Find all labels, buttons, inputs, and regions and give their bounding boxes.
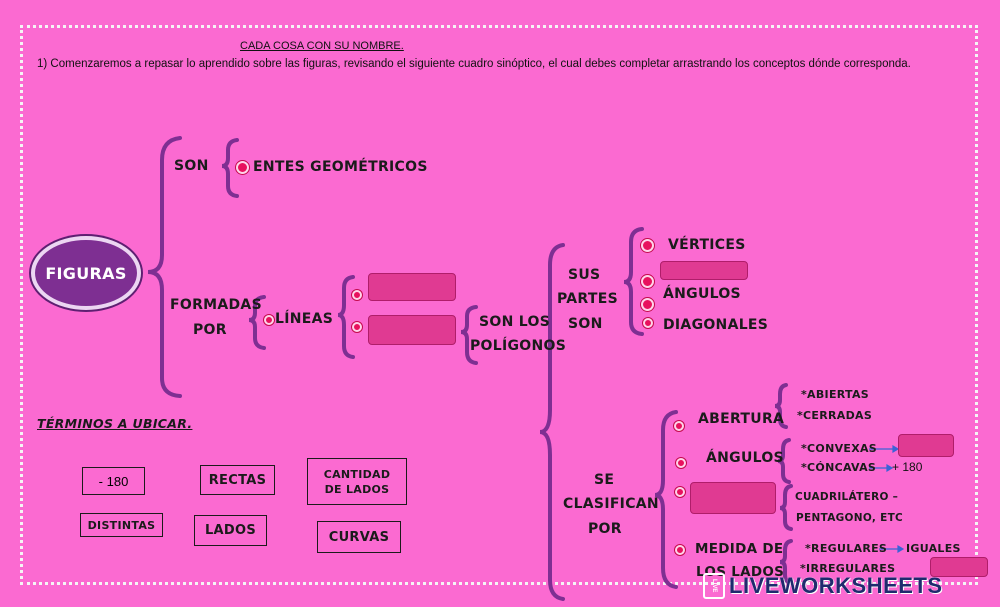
drop-zone-partes[interactable] [660, 261, 748, 280]
label-lineas: LÍNEAS [275, 311, 334, 327]
label-son-2: SON [568, 316, 603, 332]
label-regulares: *REGULARES [805, 542, 888, 555]
root-node: FIGURAS [31, 236, 141, 310]
label-por: POR [193, 322, 227, 338]
bullet-icon [641, 275, 654, 288]
term-menos-180[interactable]: - 180 [82, 467, 145, 495]
liveworksheets-logo: LIVE LIVEWORKSHEETS [703, 573, 943, 599]
term-lados[interactable]: LADOS [194, 515, 267, 546]
label-poligonos: POLÍGONOS [470, 338, 567, 354]
label-medida: MEDIDA DE [695, 541, 784, 557]
label-por-2: POR [588, 521, 622, 537]
label-clasifican: CLASIFICAN [563, 496, 659, 512]
label-abiertas: *ABIERTAS [801, 388, 870, 401]
label-entes: ENTES GEOMÉTRICOS [253, 159, 428, 175]
watermark-text: LIVEWORKSHEETS [729, 573, 943, 598]
label-son: SON [174, 158, 209, 174]
label-sus: SUS [568, 267, 601, 283]
label-plus-180: + 180 [892, 460, 923, 474]
label-son-los: SON LOS [479, 314, 551, 330]
term-curvas[interactable]: CURVAS [317, 521, 401, 553]
drop-zone-lineas-1[interactable] [368, 273, 456, 301]
label-formadas: FORMADAS [170, 297, 262, 313]
label-los-lados: LOS LADOS [696, 564, 785, 580]
bullet-icon [675, 545, 685, 555]
label-vertices: VÉRTICES [668, 237, 746, 253]
label-convexas: *CONVEXAS [801, 442, 878, 455]
term-distintas[interactable]: DISTINTAS [80, 513, 163, 537]
label-concavas: *CÓNCAVAS [801, 461, 877, 474]
drop-zone-irregulares[interactable] [930, 557, 988, 577]
label-angulos-part: ÁNGULOS [663, 286, 741, 302]
bullet-icon [675, 487, 685, 497]
bullet-icon [676, 458, 686, 468]
page-title: CADA COSA CON SU NOMBRE. [240, 40, 404, 52]
bullet-icon [674, 421, 684, 431]
drop-zone-lineas-2[interactable] [368, 315, 456, 345]
terms-heading: TÉRMINOS A UBICAR. [37, 416, 193, 431]
label-diagonales: DIAGONALES [663, 317, 769, 333]
bullet-icon [352, 290, 362, 300]
bullet-icon [641, 298, 654, 311]
bullet-icon [264, 315, 274, 325]
live-mark-icon: LIVE [703, 573, 725, 599]
label-partes: PARTES [557, 291, 618, 307]
bullet-icon [641, 239, 654, 252]
bullet-icon [643, 318, 653, 328]
label-irregulares: *IRREGULARES [800, 562, 896, 575]
label-angulos-class: ÁNGULOS [706, 450, 784, 466]
label-pentagono: PENTAGONO, ETC [796, 512, 904, 524]
drop-zone-convexas[interactable] [898, 434, 954, 457]
instructions: 1) Comenzaremos a repasar lo aprendido s… [37, 58, 911, 70]
root-label: FIGURAS [45, 263, 127, 283]
label-se: SE [594, 472, 615, 488]
term-rectas[interactable]: RECTAS [200, 465, 275, 495]
term-cantidad-de-lados[interactable]: CANTIDAD DE LADOS [307, 458, 407, 505]
bullet-icon [236, 161, 249, 174]
drop-zone-clasificacion[interactable] [690, 482, 776, 514]
label-abertura: ABERTURA [698, 411, 785, 427]
label-iguales: IGUALES [906, 542, 961, 555]
label-cuadrilatero: CUADRILÁTERO – [795, 491, 899, 503]
page-frame [20, 25, 978, 585]
bullet-icon [352, 322, 362, 332]
label-cerradas: *CERRADAS [797, 409, 873, 422]
